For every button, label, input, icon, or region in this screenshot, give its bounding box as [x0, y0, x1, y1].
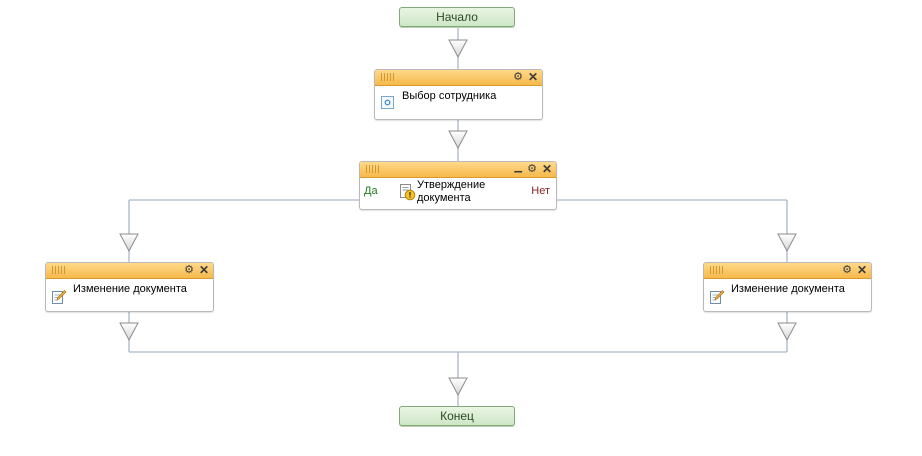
flow-arrow: [777, 233, 797, 253]
gear-icon[interactable]: ⚙: [527, 163, 537, 175]
close-icon[interactable]: ✕: [541, 162, 552, 176]
close-icon[interactable]: ✕: [198, 263, 209, 277]
end-node[interactable]: Конец: [399, 406, 515, 426]
gear-icon[interactable]: ⚙: [184, 264, 194, 276]
close-icon[interactable]: ✕: [527, 70, 538, 84]
end-label: Конец: [440, 409, 474, 423]
step-label: Выбор сотрудника: [402, 90, 497, 102]
no-branch-label[interactable]: Нет: [531, 185, 550, 197]
drag-handle[interactable]: [52, 266, 66, 274]
edit-document-icon: [52, 290, 67, 304]
step-approve-document[interactable]: ▁ ⚙ ✕ Да Утверждение документа Нет: [359, 161, 557, 210]
step-label: Утверждение документа: [417, 179, 486, 204]
step-header[interactable]: ⚙ ✕: [704, 263, 871, 279]
gear-icon[interactable]: ⚙: [842, 264, 852, 276]
edit-document-icon: [710, 290, 725, 304]
flow-arrow: [448, 377, 468, 397]
approval-icon: [400, 184, 416, 201]
flow-arrow: [448, 39, 468, 59]
step-edit-document-left[interactable]: ⚙ ✕ Изменение документа: [45, 262, 214, 312]
employee-select-icon: [381, 96, 394, 109]
close-icon[interactable]: ✕: [856, 263, 867, 277]
drag-handle[interactable]: [366, 165, 380, 173]
start-node[interactable]: Начало: [399, 7, 515, 27]
flow-arrow: [119, 322, 139, 342]
step-header[interactable]: ⚙ ✕: [46, 263, 213, 279]
minimize-icon[interactable]: ▁: [514, 162, 523, 173]
step-edit-document-right[interactable]: ⚙ ✕ Изменение документа: [703, 262, 872, 312]
gear-icon[interactable]: ⚙: [513, 71, 523, 83]
step-header[interactable]: ⚙ ✕: [375, 70, 542, 86]
step-label: Изменение документа: [73, 283, 187, 295]
yes-branch-label[interactable]: Да: [364, 185, 378, 197]
drag-handle[interactable]: [710, 266, 724, 274]
drag-handle[interactable]: [381, 73, 395, 81]
start-label: Начало: [436, 10, 478, 24]
step-select-employee[interactable]: ⚙ ✕ Выбор сотрудника: [374, 69, 543, 120]
flow-arrow: [448, 130, 468, 150]
step-header[interactable]: ▁ ⚙ ✕: [360, 162, 556, 178]
flow-arrow: [777, 322, 797, 342]
step-label: Изменение документа: [731, 283, 845, 295]
flow-arrow: [119, 233, 139, 253]
